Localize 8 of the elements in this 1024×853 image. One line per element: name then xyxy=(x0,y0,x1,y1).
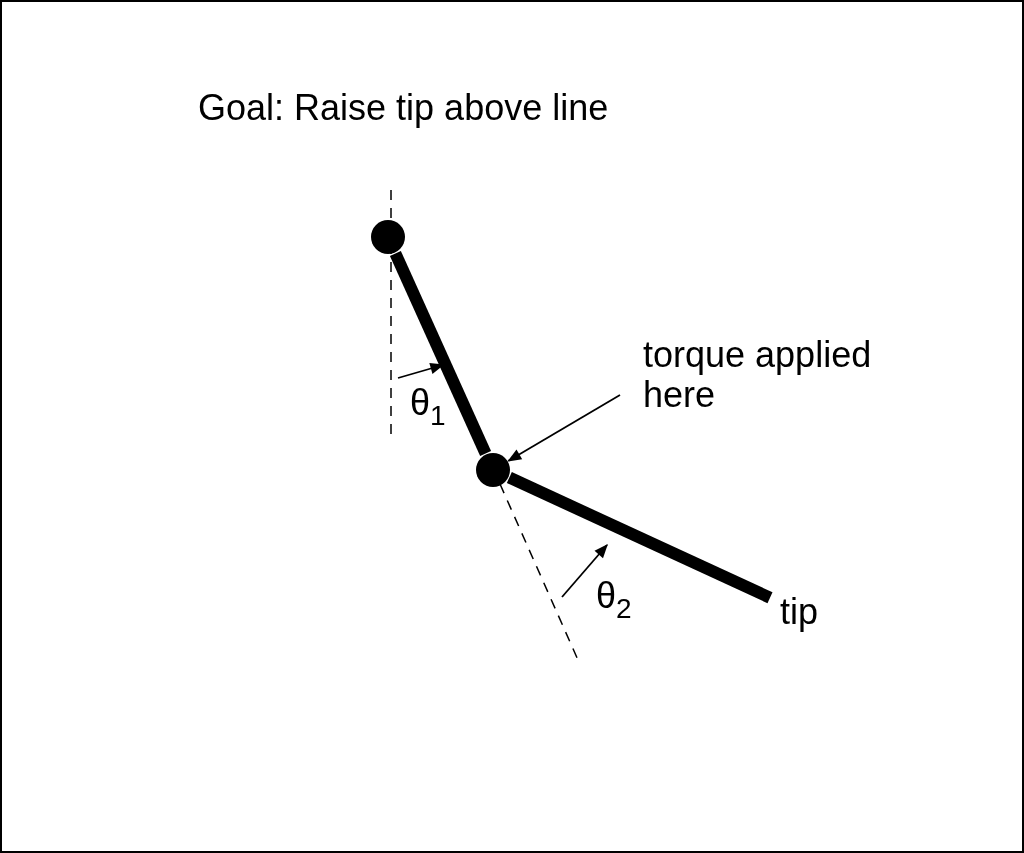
rod-link xyxy=(506,472,773,604)
annotation-text: torque applied here xyxy=(643,335,873,415)
angle-label: θ$_{1}$ xyxy=(410,383,446,433)
angle-label: θ$_{2}$ xyxy=(596,576,632,626)
rod-link xyxy=(389,250,492,457)
leader-line xyxy=(507,394,621,462)
title: Goal: Raise tip above line xyxy=(198,88,609,128)
annotation-text: tip xyxy=(780,592,820,632)
